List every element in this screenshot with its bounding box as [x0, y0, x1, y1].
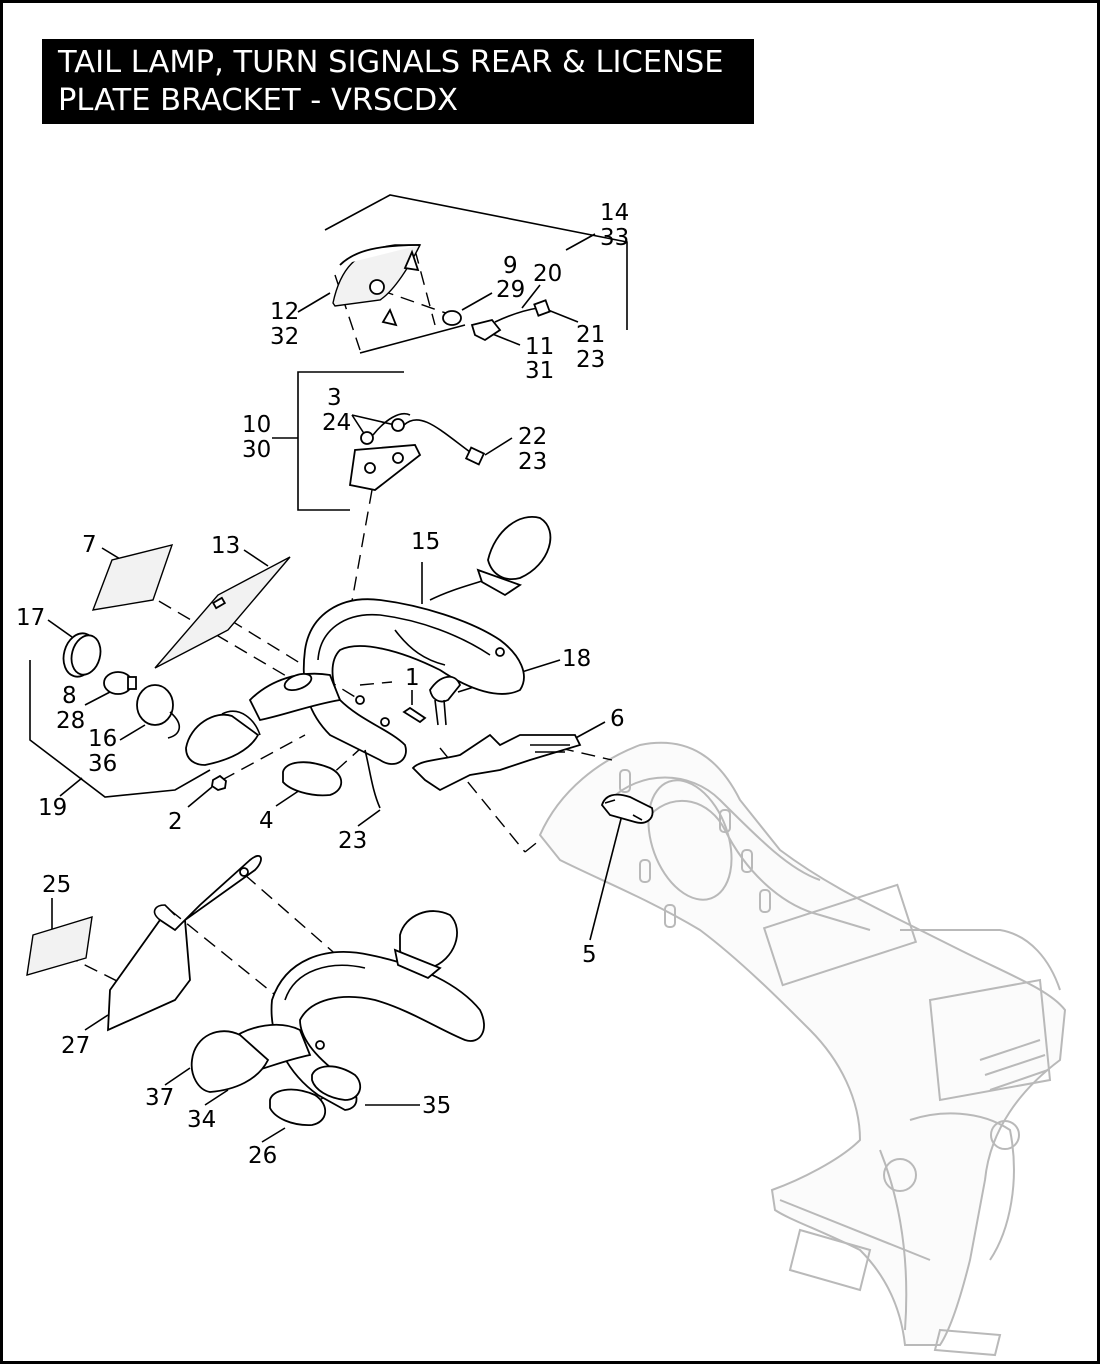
callout-24: 24 [322, 410, 351, 436]
bulb-8 [103, 671, 137, 695]
nut-2 [211, 774, 227, 791]
callout-37: 37 [145, 1085, 174, 1111]
callout-10: 10 [242, 412, 271, 438]
trim-ring-17 [62, 632, 102, 678]
turn-signal-lens-37 [190, 1030, 270, 1093]
callout-35: 35 [422, 1093, 451, 1119]
callout-36: 36 [88, 751, 117, 777]
callout-8: 8 [62, 683, 77, 709]
callout-21: 21 [576, 322, 605, 348]
callout-26: 26 [248, 1143, 277, 1169]
bulb-9 [442, 310, 462, 326]
callout-5: 5 [582, 942, 597, 968]
callout-15: 15 [411, 529, 440, 555]
callout-22: 22 [518, 424, 547, 450]
callout-27: 27 [61, 1033, 90, 1059]
reflector-35 [311, 1065, 362, 1101]
callout-20: 20 [533, 261, 562, 287]
callout-23-low: 23 [338, 828, 367, 854]
callout-34: 34 [187, 1107, 216, 1133]
callout-11: 11 [525, 334, 554, 360]
license-plate-bracket-13 [154, 556, 291, 669]
wire-23 [364, 749, 381, 809]
tail-lamp-assembly [332, 244, 466, 354]
reflector-4 [282, 761, 343, 797]
callout-31: 31 [525, 358, 554, 384]
callout-13: 13 [211, 533, 240, 559]
callout-6: 6 [610, 706, 625, 732]
callout-23-mid: 23 [518, 449, 547, 475]
callout-19: 19 [38, 795, 67, 821]
callout-29: 29 [496, 277, 525, 303]
title-line-1: TAIL LAMP, TURN SIGNALS REAR & LICENSE [58, 45, 724, 80]
mount-plate-6 [411, 733, 582, 792]
callout-2: 2 [168, 809, 183, 835]
callout-4: 4 [259, 808, 274, 834]
rear-fender-bracket-15 [248, 579, 525, 765]
callout-9: 9 [503, 253, 518, 279]
callout-12: 12 [270, 299, 299, 325]
callout-28: 28 [56, 708, 85, 734]
callout-16: 16 [88, 726, 117, 752]
turn-signal-lens-19 [185, 710, 261, 766]
turn-signal-housing-16 [136, 684, 180, 739]
reflector-26 [269, 1088, 327, 1126]
callout-18: 18 [562, 646, 591, 672]
license-bracket-27 [107, 855, 262, 1032]
callout-17: 17 [16, 605, 45, 631]
bracket-18 [429, 676, 462, 726]
frame-slots [619, 769, 771, 928]
leader-lines [29, 194, 628, 1143]
callout-1: 1 [405, 665, 420, 691]
callout-3: 3 [327, 385, 342, 411]
callout-30: 30 [242, 437, 271, 463]
diagram-title: TAIL LAMP, TURN SIGNALS REAR & LICENSE P… [42, 39, 754, 124]
motorcycle-frame-ghost [538, 741, 1067, 1357]
bulb-socket-harness-11 [470, 299, 551, 342]
callout-25: 25 [42, 872, 71, 898]
callout-14: 14 [600, 200, 629, 226]
turn-signal-right-bottom [393, 910, 458, 980]
callout-32: 32 [270, 324, 299, 350]
reflector-7 [91, 544, 174, 611]
turn-signal-right-top [476, 516, 552, 597]
callout-7: 7 [82, 532, 97, 558]
stud-plate-5 [601, 793, 654, 824]
callout-33: 33 [600, 225, 629, 251]
reflector-25 [26, 916, 93, 976]
screw-1 [402, 706, 427, 724]
title-line-2: PLATE BRACKET - VRSCDX [58, 83, 459, 118]
callout-23-top: 23 [576, 347, 605, 373]
callout-labels: 14 33 9 29 20 12 32 21 23 11 31 3 24 10 … [16, 200, 629, 1169]
license-lamp-bracket-10 [348, 413, 486, 491]
